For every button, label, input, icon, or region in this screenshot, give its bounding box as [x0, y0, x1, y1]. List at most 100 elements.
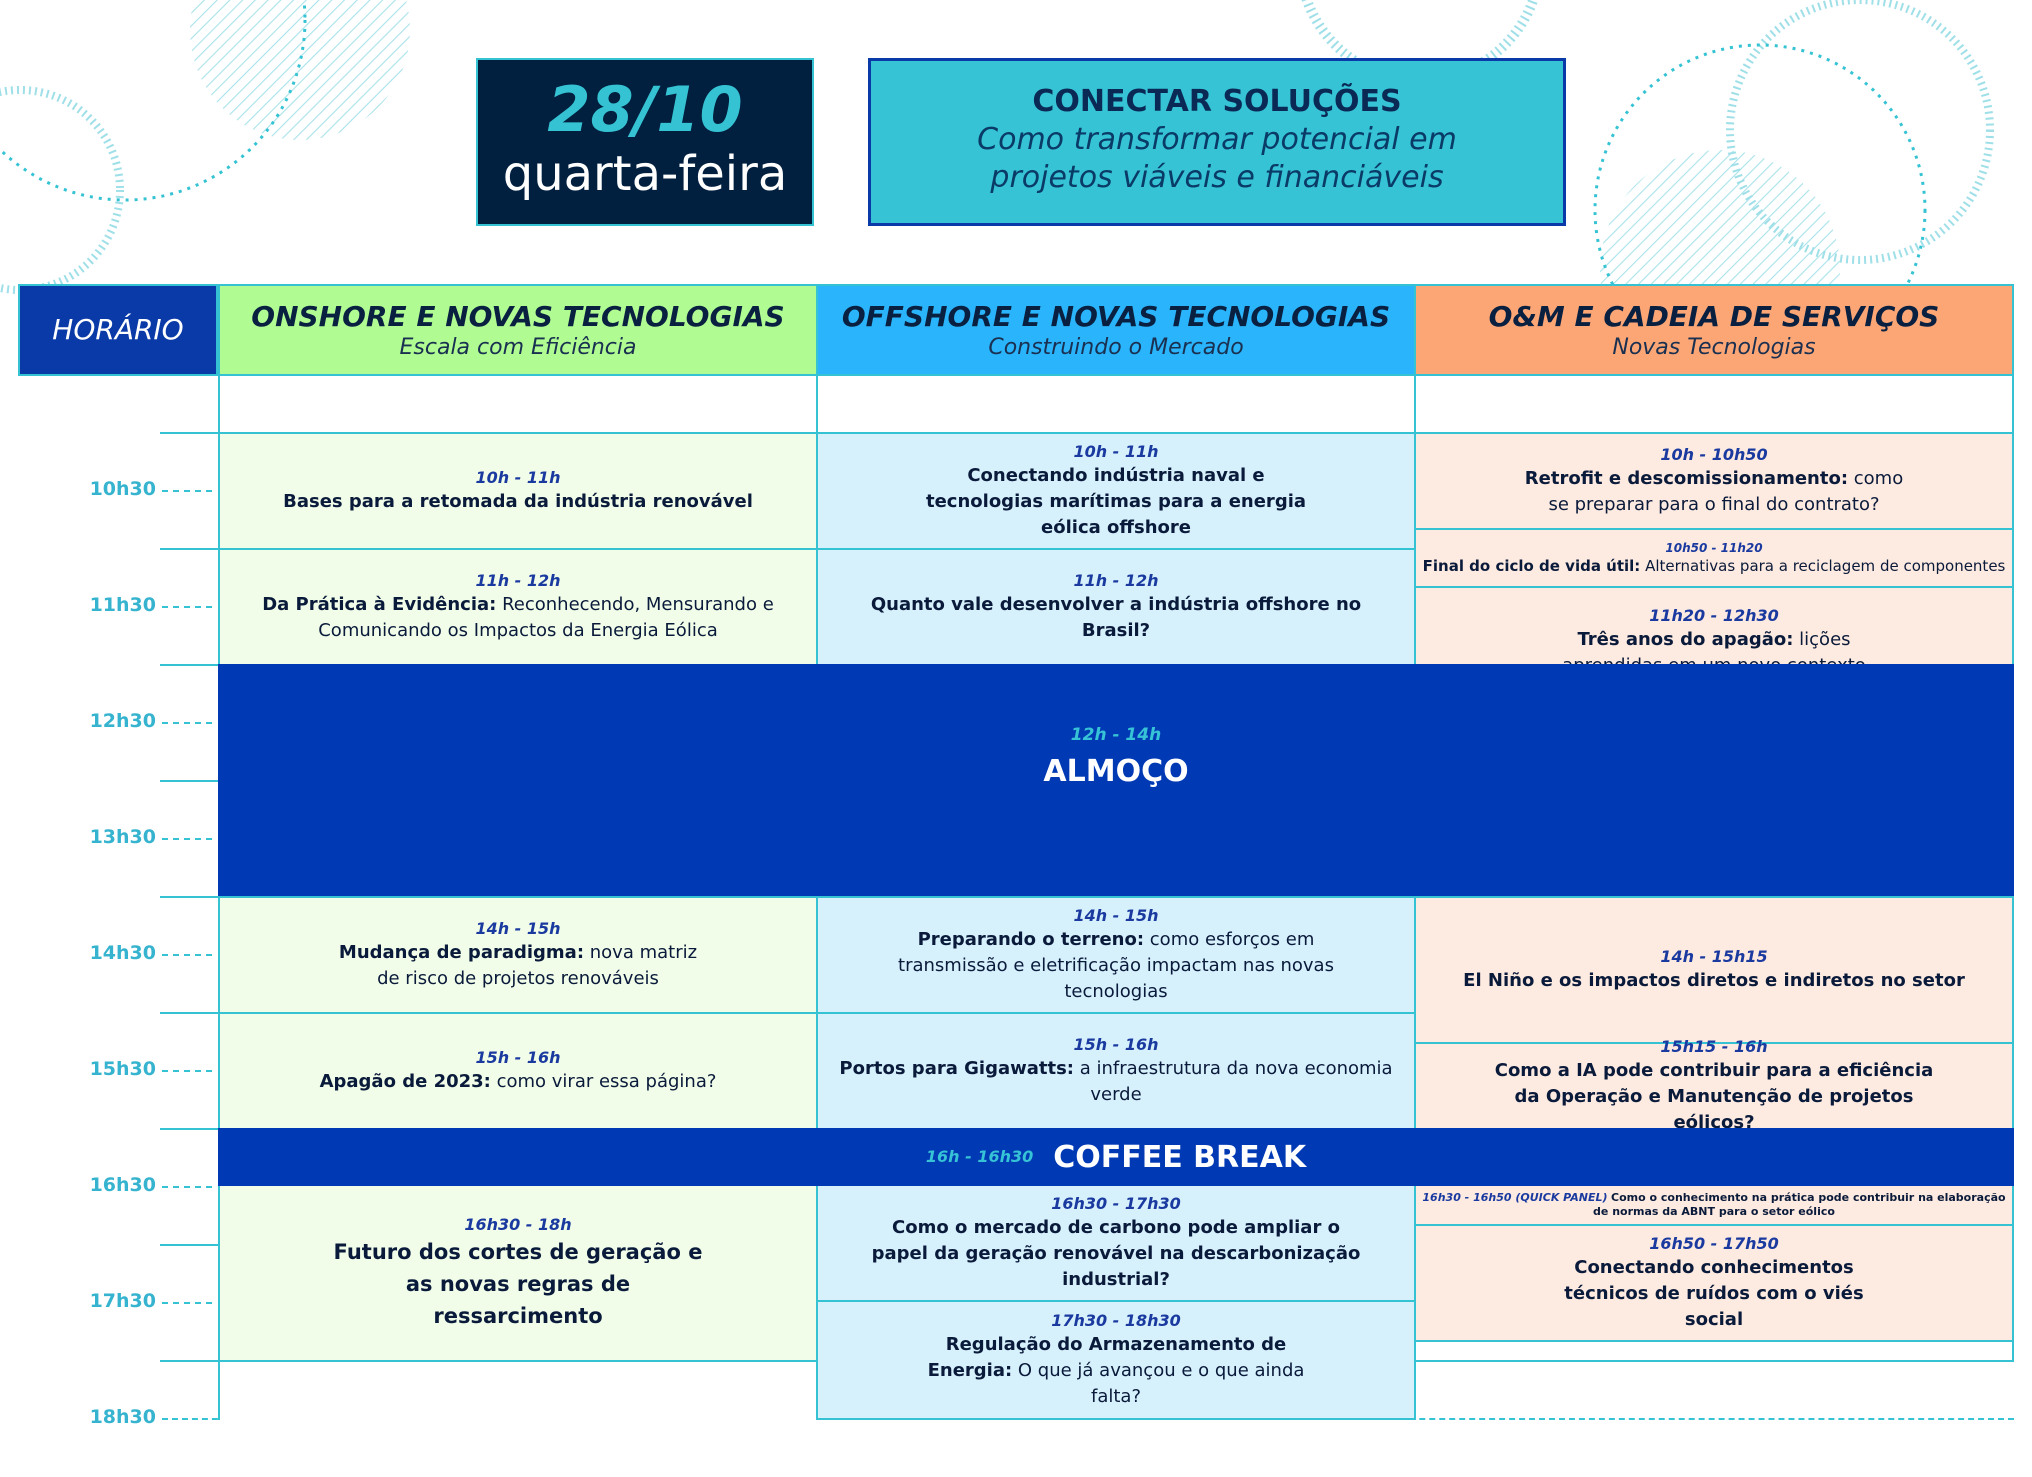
session-time: 17h30 - 18h30: [1051, 1311, 1181, 1330]
session-card[interactable]: 11h - 12h Quanto vale desenvolver a indú…: [816, 548, 1416, 666]
session-title: Quanto vale desenvolver a indústria offs…: [870, 594, 1362, 641]
session-card[interactable]: 15h - 16h Apagão de 2023: como virar ess…: [218, 1012, 818, 1130]
time-gridline: [160, 1360, 218, 1362]
session-description: nova matriz de risco de projetos renováv…: [377, 942, 698, 989]
session-card[interactable]: 11h - 12h Da Prática à Evidência: Reconh…: [218, 548, 818, 666]
session-card[interactable]: 10h - 11h Conectando indústria naval e t…: [816, 432, 1416, 550]
track-subtitle: Construindo o Mercado: [988, 335, 1244, 360]
session-title: Três anos do apagão:: [1577, 629, 1794, 650]
time-label: 11h30: [89, 594, 156, 616]
session-card[interactable]: 16h30 - 18h Futuro dos cortes de geração…: [218, 1184, 818, 1362]
time-tick: [162, 490, 212, 492]
session-title: Conectando conhecimentos técnicos de ruí…: [1564, 1257, 1864, 1330]
coffee-break-block: 16h - 16h30 COFFEE BREAK: [218, 1128, 2014, 1186]
time-tick: [162, 1186, 212, 1188]
track-title: ONSHORE E NOVAS TECNOLOGIAS: [251, 300, 785, 333]
session-title: Conectando indústria naval e tecnologias…: [925, 465, 1307, 538]
session-time: 14h - 15h15: [1660, 947, 1768, 966]
empty-slot: [1414, 374, 2014, 434]
session-title: Como o conhecimento na prática pode cont…: [1593, 1191, 2006, 1218]
time-label: 10h30: [89, 478, 156, 500]
session-title: Retrofit e descomissionamento:: [1524, 468, 1849, 489]
session-card[interactable]: 10h50 - 11h20 Final do ciclo de vida úti…: [1414, 528, 2014, 588]
session-time: 15h15 - 16h: [1660, 1037, 1768, 1056]
date-box: 28/10 quarta-feira: [476, 58, 814, 226]
lunch-title: ALMOÇO: [1043, 754, 1189, 789]
time-gridline: [160, 1128, 218, 1130]
session-title: Como o mercado de carbono pode ampliar o…: [871, 1217, 1361, 1290]
session-time: 14h - 15h: [1073, 906, 1159, 925]
track-header-om: O&M E CADEIA DE SERVIÇOS Novas Tecnologi…: [1414, 284, 2014, 376]
session-title: Portos para Gigawatts:: [839, 1058, 1075, 1079]
session-description: Alternativas para a reciclagem de compon…: [1640, 557, 2006, 575]
theme-title: CONECTAR SOLUÇÕES: [1032, 84, 1402, 119]
session-card-quick-panel[interactable]: 16h30 - 16h50 (QUICK PANEL) Como o conhe…: [1414, 1184, 2014, 1226]
session-time: 10h50 - 11h20: [1665, 541, 1763, 555]
time-gridline: [160, 432, 218, 434]
coffee-time: 16h - 16h30: [925, 1147, 1034, 1166]
session-time: 16h30 - 17h30: [1051, 1194, 1181, 1213]
lunch-time: 12h - 14h: [1070, 725, 1162, 745]
session-time: 11h - 12h: [475, 571, 561, 590]
empty-slot: [816, 374, 1416, 434]
session-description: como se preparar para o final do contrat…: [1548, 468, 1904, 515]
session-card[interactable]: 10h - 10h50 Retrofit e descomissionament…: [1414, 432, 2014, 530]
session-title: El Niño e os impactos diretos e indireto…: [1463, 970, 1965, 991]
lunch-block: [218, 664, 2014, 896]
session-title: Regulação do Armazenamento de Energia:: [927, 1334, 1287, 1381]
session-time: 14h - 15h: [475, 919, 561, 938]
session-card[interactable]: 16h30 - 17h30 Como o mercado de carbono …: [816, 1184, 1416, 1302]
session-card[interactable]: 16h50 - 17h50 Conectando conhecimentos t…: [1414, 1224, 2014, 1342]
time-gridline: [160, 780, 218, 782]
session-title: Mudança de paradigma:: [338, 942, 585, 963]
session-title: Da Prática à Evidência:: [262, 594, 497, 615]
track-header-onshore: ONSHORE E NOVAS TECNOLOGIAS Escala com E…: [218, 284, 818, 376]
session-description: a infraestrutura da nova economia verde: [1074, 1058, 1393, 1105]
session-time: 10h - 11h: [475, 468, 561, 487]
time-label: 16h30: [89, 1174, 156, 1196]
time-label: 12h30: [89, 710, 156, 732]
time-gridline: [160, 896, 218, 898]
session-time: 16h30 - 18h: [464, 1215, 572, 1234]
session-description: como virar essa página?: [490, 1071, 717, 1092]
time-gridline: [160, 548, 218, 550]
session-time: 10h - 11h: [1073, 442, 1159, 461]
session-card[interactable]: 14h - 15h Preparando o terreno: como esf…: [816, 896, 1416, 1014]
session-card[interactable]: 17h30 - 18h30 Regulação do Armazenamento…: [816, 1300, 1416, 1420]
time-label: 13h30: [89, 826, 156, 848]
session-card[interactable]: 15h - 16h Portos para Gigawatts: a infra…: [816, 1012, 1416, 1130]
date-label: 28/10: [547, 73, 743, 146]
empty-slot: [218, 374, 818, 434]
time-label: 14h30: [89, 942, 156, 964]
lunch-label: 12h - 14h ALMOÇO: [218, 722, 2014, 896]
time-tick: [162, 954, 212, 956]
session-description: como esforços em transmissão e eletrific…: [898, 929, 1334, 1002]
session-time: 11h - 12h: [1073, 571, 1159, 590]
time-tick: [162, 1070, 212, 1072]
time-tick: [162, 1302, 212, 1304]
session-card[interactable]: 14h - 15h Mudança de paradigma: nova mat…: [218, 896, 818, 1014]
track-subtitle: Novas Tecnologias: [1612, 335, 1816, 360]
time-tick: [162, 838, 212, 840]
time-gridline: [160, 664, 218, 666]
track-header-offshore: OFFSHORE E NOVAS TECNOLOGIAS Construindo…: [816, 284, 1416, 376]
weekday-label: quarta-feira: [502, 146, 788, 202]
coffee-title: COFFEE BREAK: [1053, 1139, 1307, 1175]
session-card[interactable]: 14h - 15h15 El Niño e os impactos direto…: [1414, 896, 2014, 1044]
session-time: 11h20 - 12h30: [1649, 606, 1779, 625]
time-tick: [162, 722, 212, 724]
session-title: Como a IA pode contribuir para a eficiên…: [1494, 1060, 1934, 1133]
theme-subtitle: Como transformar potencial em projetos v…: [977, 122, 1457, 195]
time-tick: [162, 606, 212, 608]
session-card[interactable]: 15h15 - 16h Como a IA pode contribuir pa…: [1414, 1037, 2014, 1133]
time-column-header: HORÁRIO: [18, 284, 218, 376]
empty-slot: [1414, 1340, 2014, 1362]
session-title: Futuro dos cortes de geração e as novas …: [333, 1240, 703, 1328]
session-title: Preparando o terreno:: [917, 929, 1145, 950]
empty-slot: [218, 1360, 818, 1420]
session-time: 10h - 10h50: [1660, 445, 1768, 464]
session-time: 16h30 - 16h50 (QUICK PANEL): [1422, 1191, 1608, 1204]
time-label: 18h30: [89, 1406, 156, 1428]
time-gridline: [160, 1244, 218, 1246]
session-card[interactable]: 10h - 11h Bases para a retomada da indús…: [218, 432, 818, 550]
